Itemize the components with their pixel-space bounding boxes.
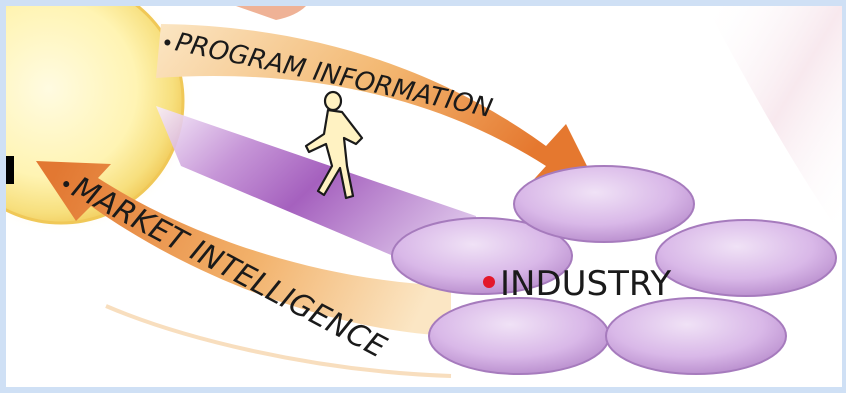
disc-top bbox=[513, 165, 695, 243]
walking-person-icon bbox=[304, 90, 364, 200]
disc-bottom-left bbox=[428, 297, 610, 375]
arrow-shadow bbox=[105, 304, 452, 378]
bullet-dot-icon bbox=[164, 39, 171, 46]
top-streak bbox=[236, 6, 306, 20]
bullet-dot-icon bbox=[63, 181, 70, 188]
program-information-arrow bbox=[156, 24, 596, 188]
disc-bottom-right bbox=[605, 297, 787, 375]
background-glow bbox=[706, 6, 842, 236]
diagram-svg: PROGRAM INFORMATION MARKET INTELLIGENCE … bbox=[6, 6, 842, 378]
disc-right bbox=[655, 219, 837, 297]
diagram-canvas: PROGRAM INFORMATION MARKET INTELLIGENCE … bbox=[6, 6, 842, 387]
industry-discs bbox=[391, 165, 837, 375]
industry-label: INDUSTRY bbox=[500, 264, 671, 304]
industry-bullet-icon bbox=[483, 276, 495, 288]
disc-left bbox=[391, 217, 573, 295]
market-intelligence-arrow bbox=[36, 161, 451, 336]
